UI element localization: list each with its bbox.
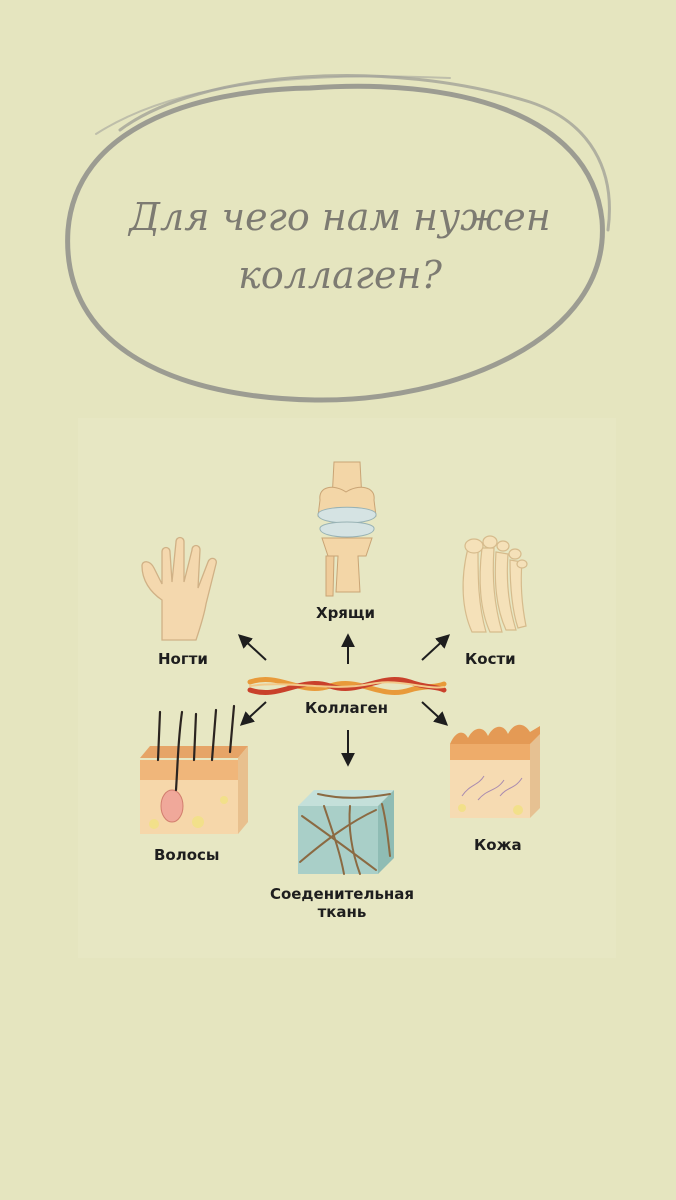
collagen-fiber-icon	[250, 680, 444, 693]
arrow-to-hair	[242, 702, 266, 724]
arrow-to-skin	[422, 702, 446, 724]
arrow-to-nails	[240, 636, 266, 660]
foot-bones-icon	[463, 536, 527, 632]
arrow-to-bones	[422, 636, 448, 660]
knee-joint-icon	[318, 462, 376, 596]
label-connective-tissue: Соеденительная ткань	[262, 885, 422, 921]
label-collagen: Коллаген	[305, 699, 388, 717]
connective-tissue-cube-icon	[298, 790, 394, 874]
skin-layers-icon	[450, 725, 540, 818]
label-connective-tissue-line-1: Соеденительная	[262, 885, 422, 903]
label-hair: Волосы	[154, 846, 220, 864]
label-bones: Кости	[465, 650, 516, 668]
label-cartilage: Хрящи	[316, 604, 375, 622]
label-skin: Кожа	[474, 836, 522, 854]
hand-icon	[142, 538, 216, 641]
label-nails: Ногти	[158, 650, 208, 668]
hair-follicle-icon	[140, 706, 248, 834]
label-connective-tissue-line-2: ткань	[262, 903, 422, 921]
